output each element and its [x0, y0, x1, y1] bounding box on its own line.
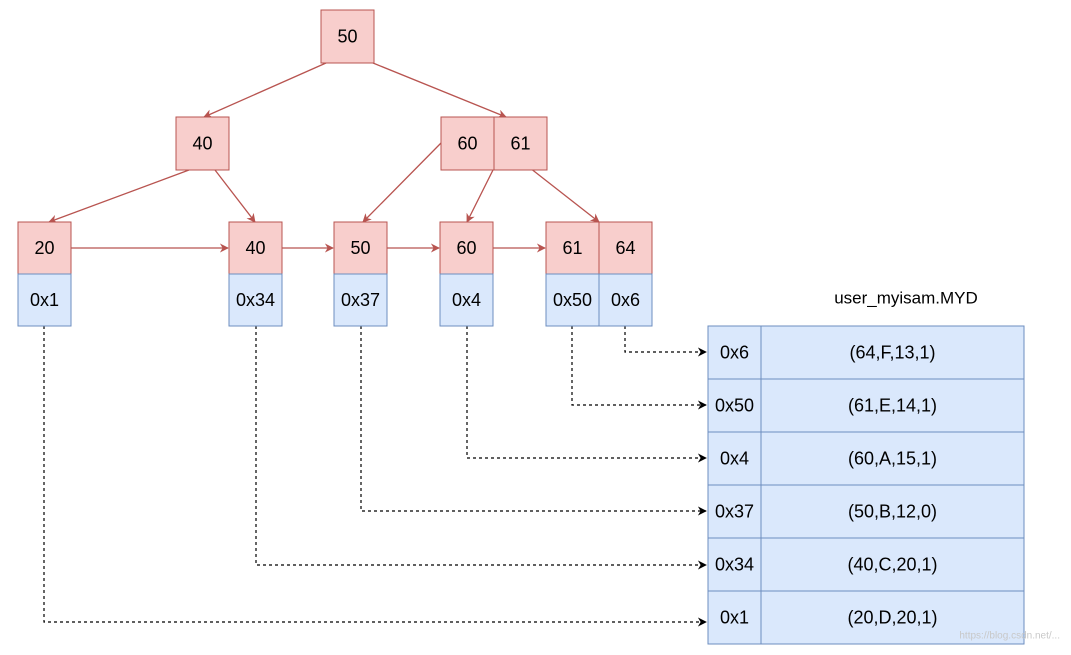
leaf-key: 20: [34, 238, 54, 258]
internal-key: 60: [457, 134, 477, 154]
leaf-node-20: 20 0x1: [17, 221, 72, 327]
leaf-key: 60: [456, 238, 476, 258]
leaf-pointer: 0x37: [341, 290, 380, 310]
row-value: (60,A,15,1): [848, 449, 937, 469]
internal-key: 40: [192, 134, 212, 154]
row-address: 0x37: [715, 502, 754, 522]
leaf-node-60: 60 0x4: [439, 221, 494, 327]
data-row: 0x6 (64,F,13,1): [707, 325, 1025, 380]
leaf-key: 40: [245, 238, 265, 258]
tree-edges: [48, 62, 600, 253]
row-value: (50,B,12,0): [848, 502, 937, 522]
leaf-pointer: 0x6: [611, 290, 640, 310]
leaf-key: 64: [615, 238, 635, 258]
edge-60-61-to-leaf-60: [466, 167, 495, 223]
leaf-pointer: 0x4: [452, 290, 481, 310]
edge-61-to-leaf-61-64: [529, 167, 600, 223]
row-address: 0x6: [720, 343, 749, 363]
data-file-title: user_myisam.MYD: [834, 289, 978, 308]
row-value: (40,C,20,1): [847, 555, 937, 575]
pointer-0x37: [360, 326, 707, 516]
pointer-0x34: [255, 326, 707, 570]
row-address: 0x1: [720, 608, 749, 628]
data-row: 0x1 (20,D,20,1): [707, 590, 1025, 645]
edge-40-to-leaf-20: [48, 169, 190, 224]
watermark: https://blog.csdn.net/...: [959, 631, 1060, 642]
leaf-pointer: 0x34: [236, 290, 275, 310]
data-row: 0x4 (60,A,15,1): [707, 431, 1025, 486]
row-address: 0x4: [720, 449, 749, 469]
root-node: 50: [320, 9, 375, 64]
data-file-table: user_myisam.MYD 0x6 (64,F,13,1) 0x50 (61…: [707, 289, 1025, 645]
edge-root-to-40: [203, 62, 327, 118]
row-value: (61,E,14,1): [848, 396, 937, 416]
internal-node-60-61: 60 61: [440, 116, 548, 171]
row-address: 0x34: [715, 555, 754, 575]
edge-root-to-60-61: [372, 62, 507, 119]
data-row: 0x37 (50,B,12,0): [707, 484, 1025, 539]
internal-key: 61: [510, 134, 530, 154]
pointer-0x6: [624, 326, 707, 357]
pointer-0x50: [571, 326, 707, 410]
edge-60-to-leaf-50: [362, 142, 442, 223]
pointer-edges: [43, 326, 707, 627]
internal-node-40: 40: [175, 116, 230, 171]
leaf-pointer: 0x1: [30, 290, 59, 310]
pointer-0x4: [466, 326, 707, 463]
leaf-pointer: 0x50: [553, 290, 592, 310]
edge-40-to-leaf-40: [214, 169, 256, 223]
row-value: (64,F,13,1): [849, 343, 935, 363]
data-row: 0x50 (61,E,14,1): [707, 378, 1025, 433]
row-address: 0x50: [715, 396, 754, 416]
leaf-key: 61: [562, 238, 582, 258]
row-value: (20,D,20,1): [847, 608, 937, 628]
leaf-node-40: 40 0x34: [228, 221, 283, 327]
leaf-node-61-64: 61 64 0x50 0x6: [545, 221, 653, 327]
leaf-key: 50: [350, 238, 370, 258]
leaf-node-50: 50 0x37: [333, 221, 388, 327]
root-key: 50: [337, 27, 357, 47]
data-row: 0x34 (40,C,20,1): [707, 537, 1025, 592]
pointer-0x1: [43, 326, 707, 627]
